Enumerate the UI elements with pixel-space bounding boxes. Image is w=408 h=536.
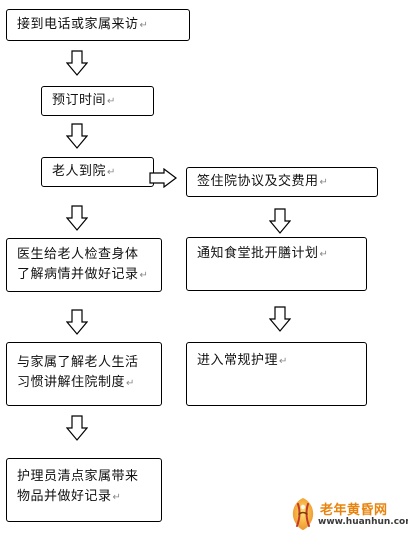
- step-receive-call-text: 接到电话或家属来访: [17, 17, 139, 32]
- step-sign-agreement-text: 签住院协议及交费用: [197, 174, 319, 189]
- brand-logo-icon: [288, 496, 318, 532]
- return-mark: ↵: [112, 492, 122, 503]
- step-inventory-line1: 护理员清点家属带来: [17, 469, 139, 484]
- down-arrow-icon: [269, 208, 291, 234]
- step-notify-canteen-text: 通知食堂批开膳计划: [197, 246, 319, 261]
- step-inventory: 护理员清点家属带来 物品并做好记录↵: [6, 458, 162, 522]
- return-mark: ↵: [107, 96, 116, 107]
- down-arrow-icon: [66, 309, 88, 335]
- right-arrow-icon: [149, 168, 177, 188]
- step-arrive: 老人到院↵: [41, 157, 154, 187]
- step-book-time: 预订时间↵: [41, 86, 154, 116]
- step-medical-check-line1: 医生给老人检查身体: [17, 247, 139, 262]
- return-mark: ↵: [319, 249, 329, 260]
- step-receive-call: 接到电话或家属来访↵: [6, 9, 190, 41]
- step-routine-care-text: 进入常规护理: [197, 353, 279, 368]
- step-inventory-line2: 物品并做好记录: [17, 489, 112, 504]
- step-book-time-text: 预订时间: [52, 93, 107, 108]
- return-mark: ↵: [319, 177, 329, 188]
- step-sign-agreement: 签住院协议及交费用↵: [186, 167, 378, 197]
- return-mark: ↵: [139, 270, 149, 281]
- down-arrow-icon: [66, 50, 88, 76]
- return-mark: ↵: [107, 167, 116, 178]
- step-family-talk-line1: 与家属了解老人生活: [17, 355, 139, 370]
- return-mark: ↵: [279, 356, 288, 367]
- step-routine-care: 进入常规护理↵: [186, 342, 367, 406]
- return-mark: ↵: [139, 20, 149, 31]
- watermark-logo: 老年黄昏网 www.huanhun.com: [288, 496, 408, 532]
- step-family-talk: 与家属了解老人生活 习惯讲解住院制度↵: [6, 342, 162, 406]
- step-arrive-text: 老人到院: [52, 164, 107, 179]
- down-arrow-icon: [66, 123, 88, 149]
- brand-name: 老年黄昏网: [320, 503, 388, 518]
- step-family-talk-line2: 习惯讲解住院制度: [17, 375, 126, 390]
- step-medical-check: 医生给老人检查身体 了解病情并做好记录↵: [6, 238, 162, 292]
- return-mark: ↵: [126, 378, 135, 389]
- brand-url: www.huanhun.com: [318, 517, 408, 527]
- down-arrow-icon: [66, 415, 88, 441]
- down-arrow-icon: [269, 306, 291, 332]
- step-notify-canteen: 通知食堂批开膳计划↵: [186, 237, 367, 291]
- down-arrow-icon: [66, 205, 88, 231]
- step-medical-check-line2: 了解病情并做好记录: [17, 267, 139, 282]
